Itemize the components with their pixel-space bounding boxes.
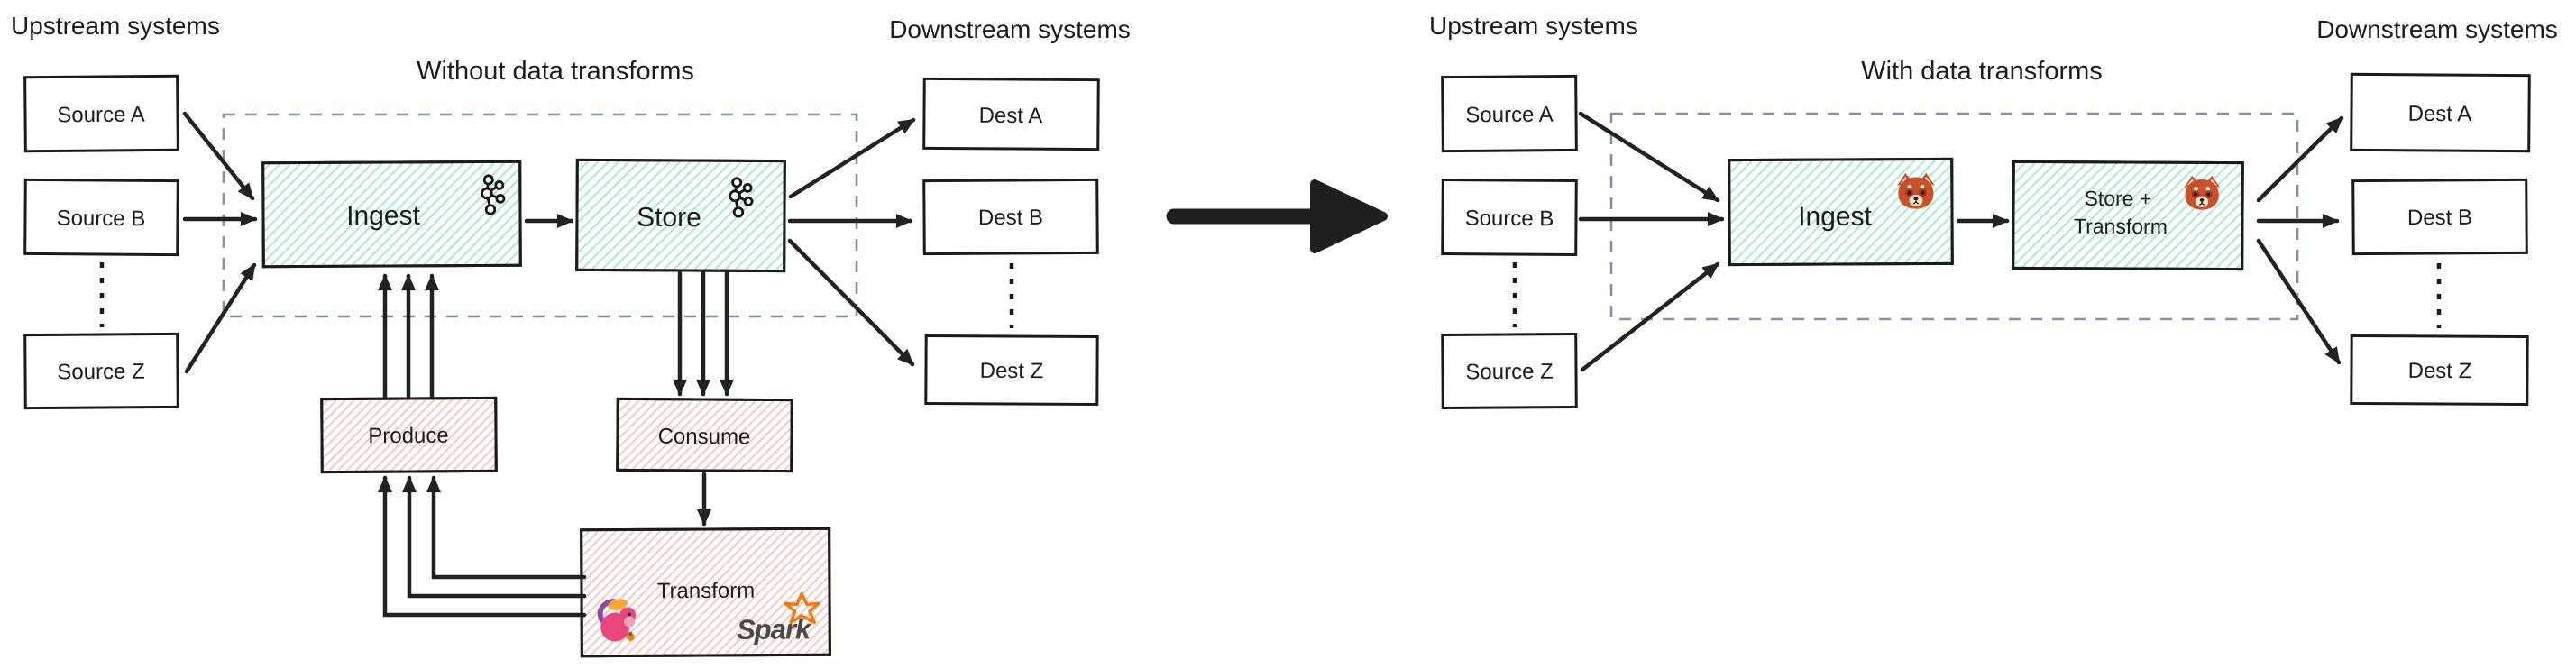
pipeline-boundary (1609, 112, 2299, 321)
dest-z-box: Dest Z (2350, 334, 2529, 407)
arrow-source-a-to-ingest (1578, 111, 1720, 203)
dest-a-box: Dest A (922, 77, 1100, 151)
store-box: Store (575, 158, 786, 273)
dest-b-label: Dest B (2407, 206, 2472, 231)
arrow-source-a-to-ingest (182, 111, 255, 201)
dest-z-label: Dest Z (2408, 359, 2472, 383)
downstream-systems-label: Downstream systems (2316, 15, 2558, 43)
transform-box: Transform Spark (580, 527, 831, 658)
consume-label: Consume (658, 425, 751, 450)
source-b-box: Source B (1441, 178, 1578, 257)
arrow-store-transform-to-dest-a (2256, 115, 2344, 203)
dest-a-box: Dest A (2350, 72, 2531, 153)
upstream-systems-label: Upstream systems (11, 12, 220, 40)
right-arrows (1578, 111, 2344, 372)
source-a-label: Source A (1465, 103, 1554, 128)
source-a-label: Source A (57, 103, 145, 128)
spark-logo: Spark (737, 591, 820, 646)
ingest-label: Ingest (1798, 202, 1873, 232)
store-transform-label-line2: Transform (2074, 215, 2168, 239)
arrow-store-transform-to-dest-z (2256, 238, 2342, 365)
red-panda-icon (2184, 175, 2220, 210)
source-z-box: Source Z (1441, 332, 1578, 410)
spark-wordmark: Spark (737, 613, 812, 645)
kafka-icon (481, 174, 506, 215)
spark-star-icon (784, 591, 820, 625)
dest-a-label: Dest A (979, 104, 1043, 128)
produce-label: Produce (368, 424, 449, 449)
right-diagram: Upstream systems With data transforms Do… (1429, 12, 2558, 410)
source-z-label: Source Z (1465, 360, 1554, 385)
diagram-title-with-transforms: With data transforms (1861, 57, 2103, 86)
source-a-box: Source A (1441, 74, 1578, 153)
produce-box: Produce (320, 396, 498, 474)
arrows-transform-to-produce (377, 475, 587, 618)
arrow-source-z-to-ingest (184, 262, 257, 374)
downstream-systems-label: Downstream systems (889, 15, 1131, 43)
source-a-box: Source A (23, 74, 179, 153)
diagram-title-without-transforms: Without data transforms (417, 57, 694, 86)
dest-b-label: Dest B (978, 206, 1043, 231)
upstream-systems-label: Upstream systems (1429, 12, 1638, 40)
dest-b-box: Dest B (922, 178, 1099, 256)
arrows-produce-to-ingest (377, 273, 440, 399)
flink-icon (597, 599, 637, 642)
left-diagram: Upstream systems Without data transforms… (11, 12, 1131, 658)
red-panda-icon (1897, 172, 1935, 209)
arrow-store-to-dest-z (787, 238, 915, 367)
source-b-box: Source B (23, 178, 179, 257)
dest-z-label: Dest Z (980, 359, 1044, 383)
left-arrows (182, 111, 916, 618)
transition-arrow (1166, 179, 1388, 253)
dest-z-box: Dest Z (924, 334, 1099, 407)
arrow-source-z-to-ingest (1580, 261, 1720, 372)
ingest-label: Ingest (346, 201, 421, 231)
dest-a-label: Dest A (2408, 102, 2472, 126)
dest-b-box: Dest B (2351, 178, 2528, 256)
source-z-label: Source Z (57, 360, 145, 385)
arrow-store-to-dest-a (788, 117, 916, 199)
ingest-box: Ingest (1728, 157, 1954, 267)
kafka-icon (729, 177, 754, 218)
source-b-label: Source B (1465, 206, 1554, 232)
source-z-box: Source Z (23, 332, 179, 410)
svg-text:Store + Transform: Store + Transform (2074, 187, 2168, 239)
consume-box: Consume (616, 397, 793, 473)
store-transform-box: Store + Transform (2012, 160, 2244, 271)
pipeline-boundary (222, 113, 858, 318)
store-label: Store (637, 203, 701, 233)
store-transform-label-line1: Store + (2084, 187, 2151, 210)
transform-label: Transform (657, 579, 756, 604)
source-b-label: Source B (57, 206, 146, 232)
ingest-box: Ingest (261, 160, 522, 269)
arrows-store-to-consume (672, 270, 735, 397)
